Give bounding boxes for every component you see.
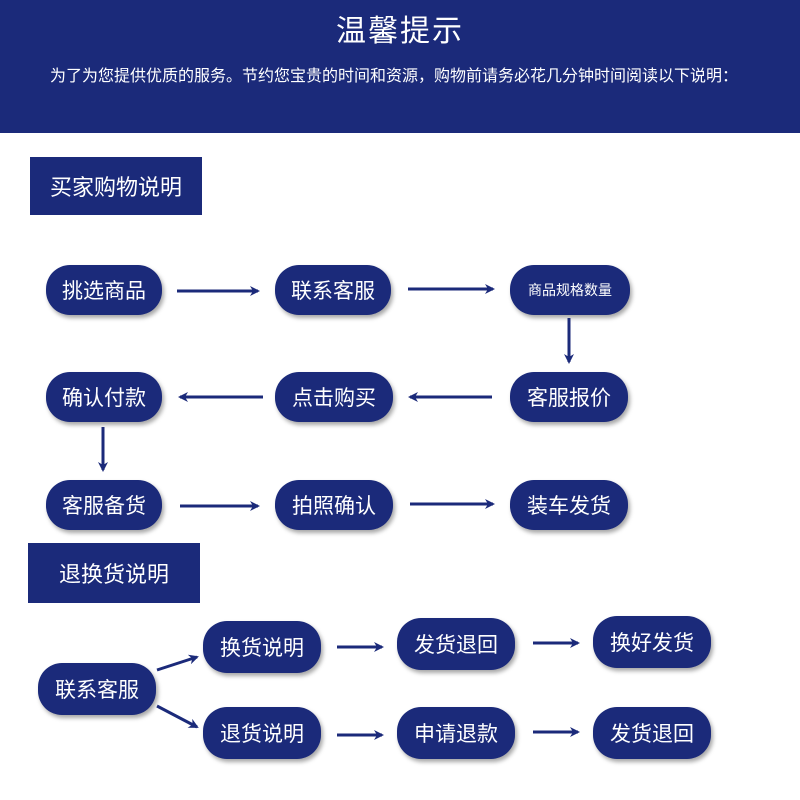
return-node-return-info: 退货说明 (203, 707, 321, 759)
return-node-apply-refund: 申请退款 (397, 707, 515, 759)
flow-node-photo-confirm: 拍照确认 (275, 480, 393, 530)
flow-node-confirm-payment: 确认付款 (46, 372, 162, 422)
return-node-ship-back-refund: 发货退回 (593, 707, 711, 759)
return-node-exchange-info: 换货说明 (203, 621, 321, 673)
flow-node-prepare-stock: 客服备货 (46, 480, 162, 530)
flow-node-contact-service: 联系客服 (275, 265, 391, 315)
section-title-buyer: 买家购物说明 (30, 157, 202, 215)
header-banner: 温馨提示 为了为您提供优质的服务。节约您宝贵的时间和资源，购物前请务必花几分钟时… (0, 0, 800, 133)
section-title-returns: 退换货说明 (28, 543, 200, 603)
header-title: 温馨提示 (336, 14, 464, 49)
header-description: 为了为您提供优质的服务。节约您宝贵的时间和资源，购物前请务必花几分钟时间阅读以下… (50, 66, 739, 85)
return-node-exchange-ship: 换好发货 (593, 616, 711, 668)
return-node-contact-service: 联系客服 (38, 663, 156, 715)
flow-node-spec-quantity: 商品规格数量 (510, 265, 630, 315)
flow-node-click-buy: 点击购买 (275, 372, 393, 422)
flow-node-service-quote: 客服报价 (510, 372, 628, 422)
arrow-contact-to-exchange (156, 654, 199, 672)
flow-node-load-ship: 装车发货 (510, 480, 628, 530)
return-node-ship-back-exchange: 发货退回 (397, 618, 515, 670)
arrow-contact-to-return (156, 704, 199, 729)
flow-node-pick-goods: 挑选商品 (46, 265, 162, 315)
